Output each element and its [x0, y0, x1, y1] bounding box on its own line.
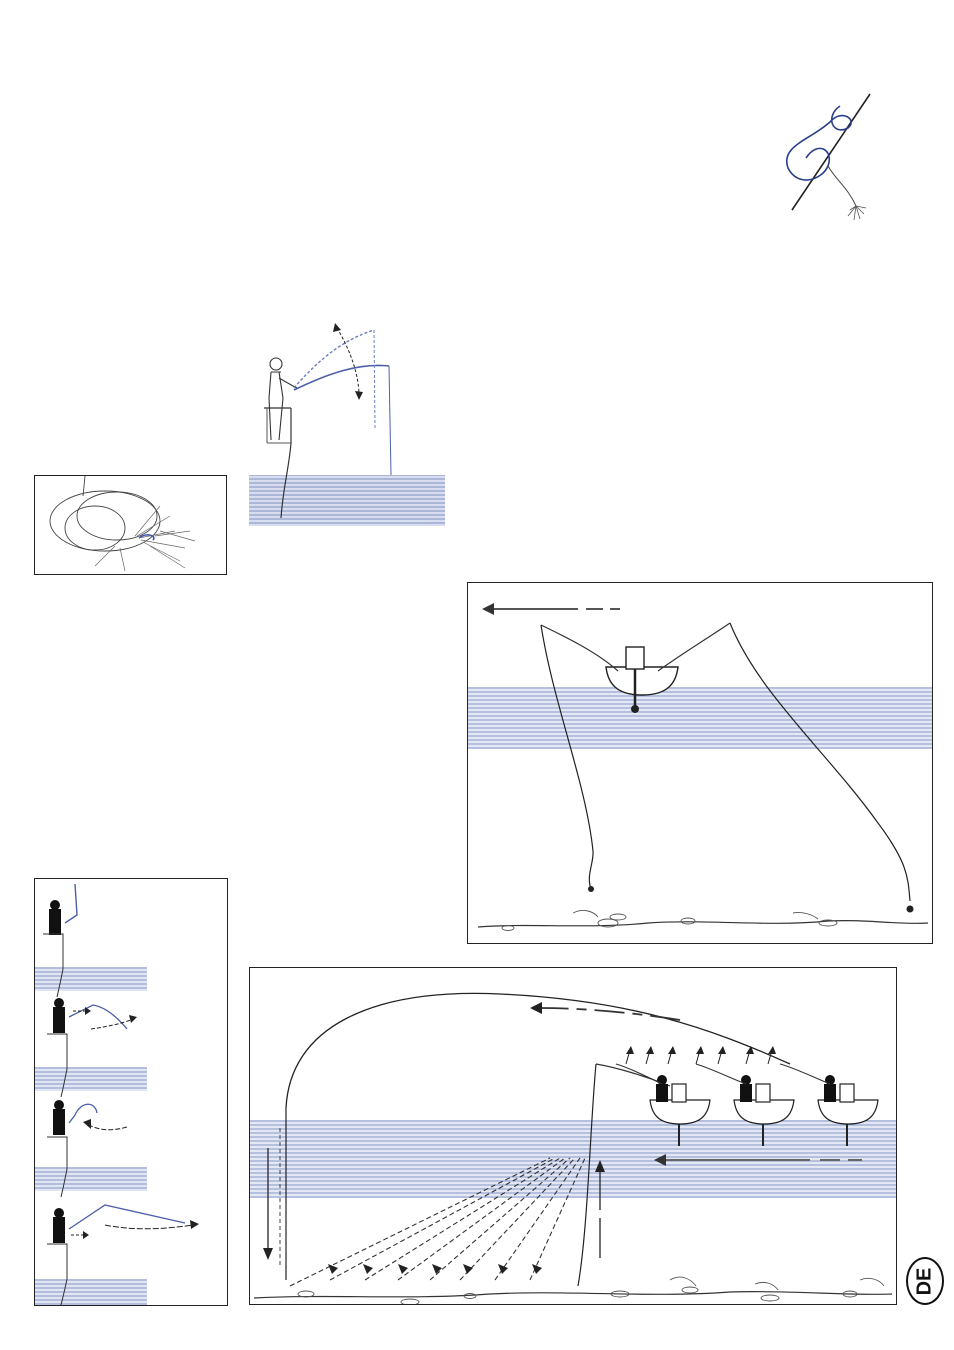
boat-icon [468, 603, 932, 931]
tangled-fly-figure [34, 475, 227, 575]
cast-step-1 [35, 883, 147, 998]
angler-on-boat-icon [249, 323, 445, 526]
cast-step-3 [35, 1100, 147, 1198]
drift-pattern-figure [249, 967, 897, 1305]
tangled-lure-icon [49, 476, 196, 572]
boat-row [649, 1083, 879, 1125]
cast-step-4 [35, 1204, 199, 1305]
cast-step-2 [35, 998, 147, 1098]
boat-two-rods-figure [467, 582, 933, 944]
language-badge-text: DE [913, 1267, 936, 1295]
drift-diagram-icon [250, 992, 896, 1304]
language-badge: DE [906, 1257, 944, 1305]
knot-icon [785, 93, 871, 221]
casting-sequence-figure [34, 878, 228, 1306]
rod-lift-figure [249, 318, 445, 526]
knot-loop-figure [770, 88, 880, 223]
casting-steps-icon [35, 883, 199, 1305]
